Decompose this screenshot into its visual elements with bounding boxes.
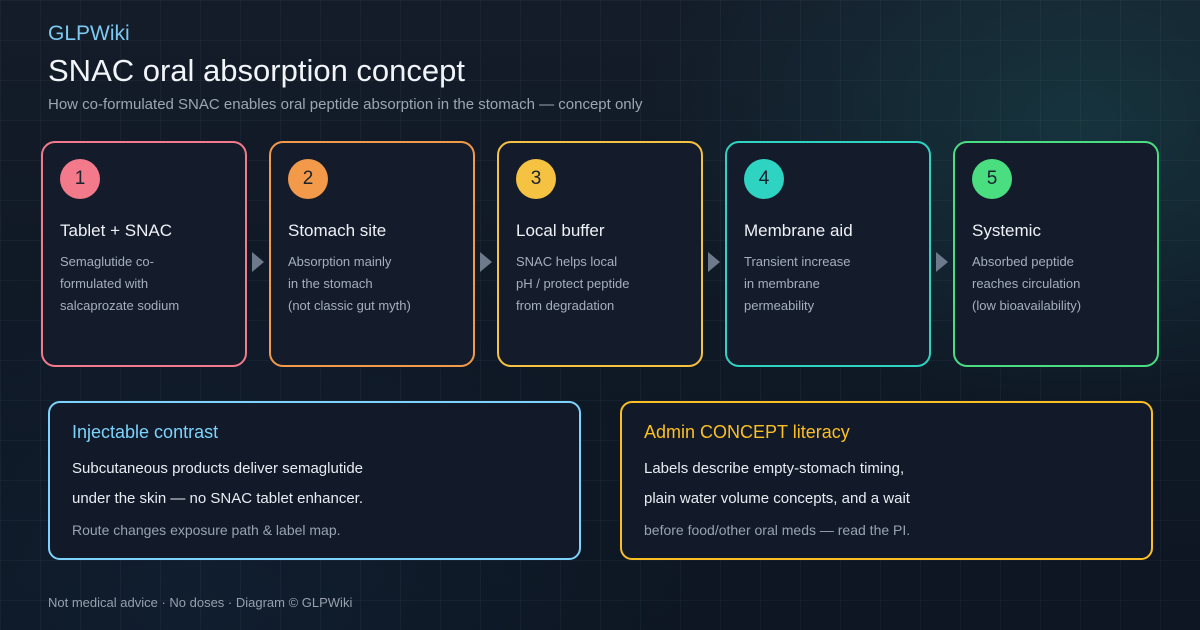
step-description-line: (low bioavailability) <box>972 298 1082 313</box>
step-card-1: 1 Tablet + SNAC Semaglutide co- formulat… <box>41 141 247 367</box>
step-description: Absorption mainly in the stomach (not cl… <box>288 251 473 317</box>
injectable-contrast-line: Subcutaneous products deliver semaglutid… <box>72 460 364 477</box>
step-number-badge: 4 <box>744 159 784 199</box>
step-card-2: 2 Stomach site Absorption mainly in the … <box>269 141 475 367</box>
step-number-badge: 1 <box>60 159 100 199</box>
step-title: Local buffer <box>516 221 605 240</box>
step-description-line: reaches circulation <box>972 276 1081 291</box>
step-description-line: Transient increase <box>744 254 851 269</box>
step-number-badge: 2 <box>288 159 328 199</box>
page-title: SNAC oral absorption concept <box>48 53 466 88</box>
step-title: Membrane aid <box>744 221 853 240</box>
step-description-line: Absorbed peptide <box>972 254 1074 269</box>
step-description: Transient increase in membrane permeabil… <box>744 251 929 317</box>
step-description-line: in membrane <box>744 276 820 291</box>
step-number-badge: 3 <box>516 159 556 199</box>
step-title: Tablet + SNAC <box>60 221 172 240</box>
admin-literacy-line: plain water volume concepts, and a wait <box>644 490 910 507</box>
step-card-3: 3 Local buffer SNAC helps local pH / pro… <box>497 141 703 367</box>
step-description-line: formulated with <box>60 276 149 291</box>
step-description-line: SNAC helps local <box>516 254 618 269</box>
page-subtitle: How co-formulated SNAC enables oral pept… <box>48 96 643 113</box>
injectable-contrast-title: Injectable contrast <box>72 422 219 442</box>
step-title: Stomach site <box>288 221 387 240</box>
step-card-4: 4 Membrane aid Transient increase in mem… <box>725 141 931 367</box>
step-description-line: from degradation <box>516 298 615 313</box>
step-description-line: Absorption mainly <box>288 254 392 269</box>
step-description-line: salcaprozate sodium <box>60 298 180 313</box>
step-description-line: in the stomach <box>288 276 373 291</box>
admin-literacy-box: Admin CONCEPT literacy Labels describe e… <box>620 401 1153 560</box>
footer-disclaimer: Not medical advice · No doses · Diagram … <box>48 595 353 610</box>
step-description-line: permeability <box>744 298 815 313</box>
arrow-connector-1-2 <box>252 252 264 272</box>
arrow-connector-2-3 <box>480 252 492 272</box>
injectable-contrast-line: under the skin — no SNAC tablet enhancer… <box>72 490 364 507</box>
step-description-line: Semaglutide co- <box>60 254 154 269</box>
arrow-connector-4-5 <box>936 252 948 272</box>
injectable-contrast-box: Injectable contrast Subcutaneous product… <box>48 401 581 560</box>
step-description-line: (not classic gut myth) <box>288 298 411 313</box>
step-description-line: pH / protect peptide <box>516 276 630 291</box>
step-title: Systemic <box>972 221 1041 240</box>
step-card-5: 5 Systemic Absorbed peptide reaches circ… <box>953 141 1159 367</box>
step-number-badge: 5 <box>972 159 1012 199</box>
step-description: Absorbed peptide reaches circulation (lo… <box>972 251 1157 317</box>
admin-literacy-title: Admin CONCEPT literacy <box>644 422 850 442</box>
arrow-connector-3-4 <box>708 252 720 272</box>
injectable-contrast-note: Route changes exposure path & label map. <box>72 522 341 538</box>
admin-literacy-note: before food/other oral meds — read the P… <box>644 522 911 538</box>
step-description: Semaglutide co- formulated with salcapro… <box>60 251 245 317</box>
admin-literacy-line: Labels describe empty-stomach timing, <box>644 460 905 477</box>
brand-label: GLPWiki <box>48 22 130 45</box>
step-description: SNAC helps local pH / protect peptide fr… <box>516 251 701 317</box>
